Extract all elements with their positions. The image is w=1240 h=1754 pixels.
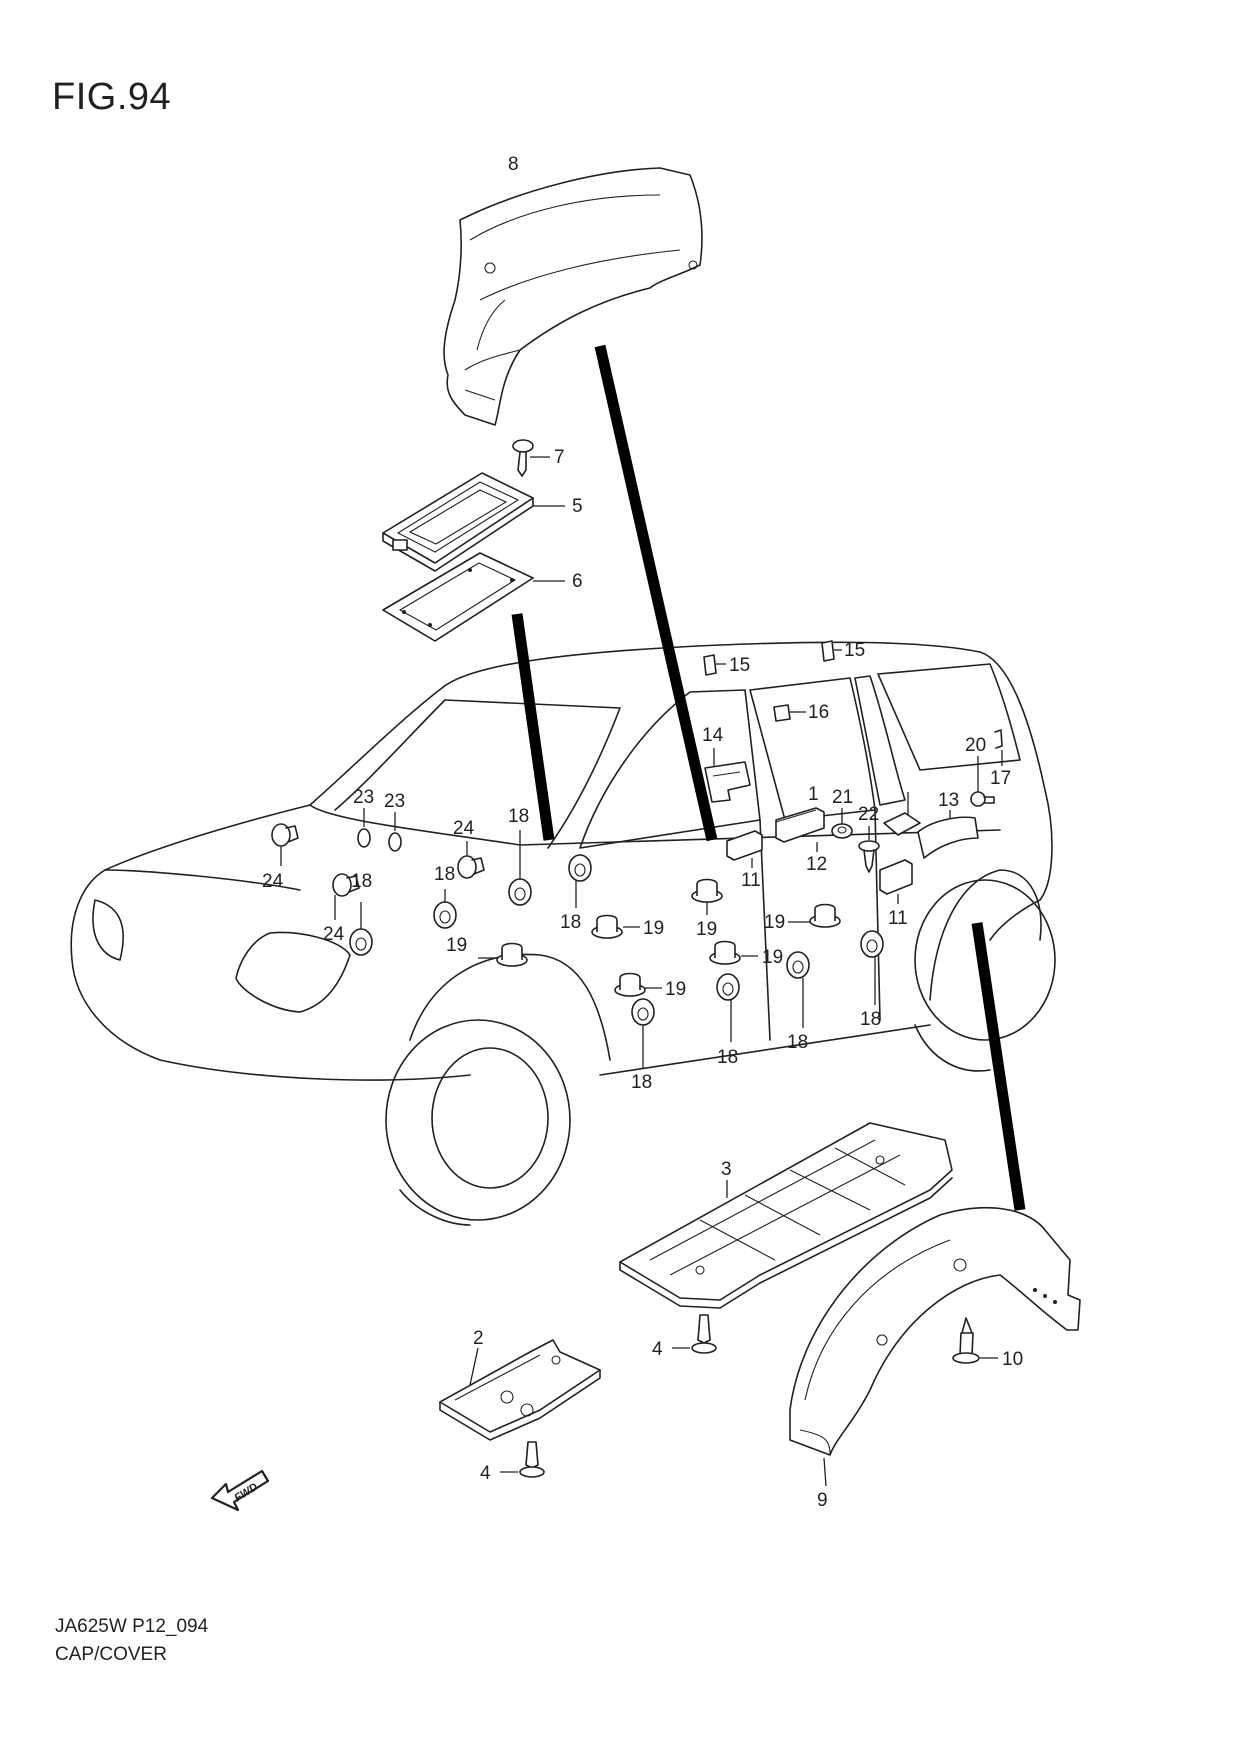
grommet-19-f bbox=[614, 972, 662, 997]
part-8-fender-liner-front bbox=[443, 167, 703, 426]
callout-24b: 24 bbox=[323, 924, 345, 945]
callout-17: 17 bbox=[990, 768, 1011, 789]
callout-11a: 11 bbox=[741, 870, 761, 891]
drawing-code: JA625W P12_094 bbox=[55, 1616, 209, 1637]
callout-19b: 19 bbox=[643, 918, 664, 939]
part-3-under-cover bbox=[619, 1122, 953, 1309]
callout-15b: 15 bbox=[844, 640, 865, 661]
grommet-18-e bbox=[631, 998, 655, 1068]
callout-24c: 24 bbox=[453, 818, 475, 839]
callout-8: 8 bbox=[508, 154, 519, 175]
part-1-pad bbox=[883, 792, 921, 836]
part-22-clip bbox=[858, 826, 880, 873]
callout-20: 20 bbox=[965, 735, 986, 756]
callout-11b: 11 bbox=[888, 908, 908, 929]
callout-2: 2 bbox=[473, 1328, 484, 1349]
grommet-19-d bbox=[788, 903, 841, 928]
callout-18c: 18 bbox=[508, 806, 529, 827]
callout-7: 7 bbox=[554, 447, 565, 468]
part-11-block-b bbox=[879, 859, 913, 904]
group-name: CAP/COVER bbox=[55, 1644, 167, 1665]
grommet-18-b bbox=[433, 889, 457, 929]
leader-part-8 bbox=[594, 344, 718, 842]
part-23-plug-a bbox=[357, 808, 371, 848]
grommet-19-e bbox=[709, 940, 758, 965]
reference-arrows bbox=[511, 344, 1026, 1211]
callout-19f: 19 bbox=[665, 979, 686, 1000]
part-24-clip-c bbox=[457, 841, 485, 879]
callout-13: 13 bbox=[938, 790, 959, 811]
callout-19c: 19 bbox=[696, 919, 717, 940]
callout-4a: 4 bbox=[652, 1339, 663, 1360]
callout-18a: 18 bbox=[351, 871, 372, 892]
callout-18d: 18 bbox=[560, 912, 581, 933]
callout-10: 10 bbox=[1002, 1349, 1023, 1370]
part-4-screw-upper bbox=[672, 1314, 717, 1354]
callout-9: 9 bbox=[817, 1490, 828, 1511]
callout-16: 16 bbox=[808, 702, 829, 723]
grommet-19-c bbox=[691, 878, 723, 915]
callout-3: 3 bbox=[721, 1159, 732, 1180]
callout-6: 6 bbox=[572, 571, 583, 592]
callout-23a: 23 bbox=[353, 787, 374, 808]
grommet-19-b bbox=[591, 914, 640, 939]
leader-part-5-6 bbox=[511, 613, 555, 841]
callout-numbers: 1 2 3 4 4 5 6 7 8 9 10 11 11 12 13 14 15… bbox=[262, 154, 1023, 1511]
callout-1: 1 bbox=[808, 784, 819, 805]
callout-18g: 18 bbox=[787, 1032, 808, 1053]
callout-19a: 19 bbox=[446, 935, 467, 956]
part-16-label bbox=[773, 704, 806, 722]
part-15-label-a bbox=[703, 654, 726, 676]
callout-14: 14 bbox=[702, 725, 724, 746]
callout-23b: 23 bbox=[384, 791, 405, 812]
callout-21: 21 bbox=[832, 787, 853, 808]
callout-18e: 18 bbox=[631, 1072, 652, 1093]
part-12-block bbox=[775, 807, 825, 852]
part-15-label-b bbox=[821, 640, 842, 662]
grommet-19-a bbox=[478, 942, 528, 967]
callout-24a: 24 bbox=[262, 871, 284, 892]
vehicle-body-outline bbox=[70, 641, 1056, 1226]
part-24-clip-a bbox=[271, 823, 299, 866]
part-19-grommets bbox=[478, 878, 841, 997]
part-9-fender-liner-rear bbox=[789, 1207, 1081, 1487]
part-23-plug-b bbox=[388, 812, 402, 852]
grommet-18-a bbox=[349, 902, 373, 956]
part-17-clip bbox=[994, 729, 1003, 766]
callout-4b: 4 bbox=[480, 1463, 491, 1484]
grommet-18-f bbox=[716, 973, 740, 1042]
part-20-bolt bbox=[970, 756, 995, 807]
part-6-gasket bbox=[382, 552, 565, 642]
callout-19e: 19 bbox=[762, 947, 783, 968]
fwd-direction-arrow: FWD bbox=[210, 1469, 270, 1512]
callout-5: 5 bbox=[572, 496, 583, 517]
part-14-seal bbox=[704, 748, 751, 803]
grommet-18-h bbox=[860, 930, 884, 1005]
callout-18h: 18 bbox=[860, 1009, 881, 1030]
part-4-screw-lower bbox=[500, 1441, 545, 1478]
part-24-clip-b bbox=[332, 873, 360, 920]
callout-18f: 18 bbox=[717, 1047, 738, 1068]
grommet-18-d bbox=[568, 854, 592, 908]
part-7-screw bbox=[512, 439, 550, 477]
leader-part-9 bbox=[971, 922, 1026, 1211]
callout-22: 22 bbox=[858, 804, 879, 825]
part-18-grommets bbox=[349, 830, 884, 1068]
grommet-18-c bbox=[508, 830, 532, 906]
callout-18b: 18 bbox=[434, 864, 455, 885]
callout-12: 12 bbox=[806, 854, 827, 875]
callout-15a: 15 bbox=[729, 655, 750, 676]
part-13-trim bbox=[917, 810, 979, 859]
part-2-small-cover bbox=[439, 1339, 601, 1441]
grommet-18-g bbox=[786, 951, 810, 1028]
figure-title: FIG.94 bbox=[52, 76, 172, 118]
callout-19d: 19 bbox=[764, 912, 785, 933]
part-11-block-a bbox=[726, 830, 763, 868]
part-5-frame-plate bbox=[382, 472, 565, 572]
part-10-clip bbox=[952, 1317, 998, 1364]
part-21-nut bbox=[831, 808, 853, 839]
